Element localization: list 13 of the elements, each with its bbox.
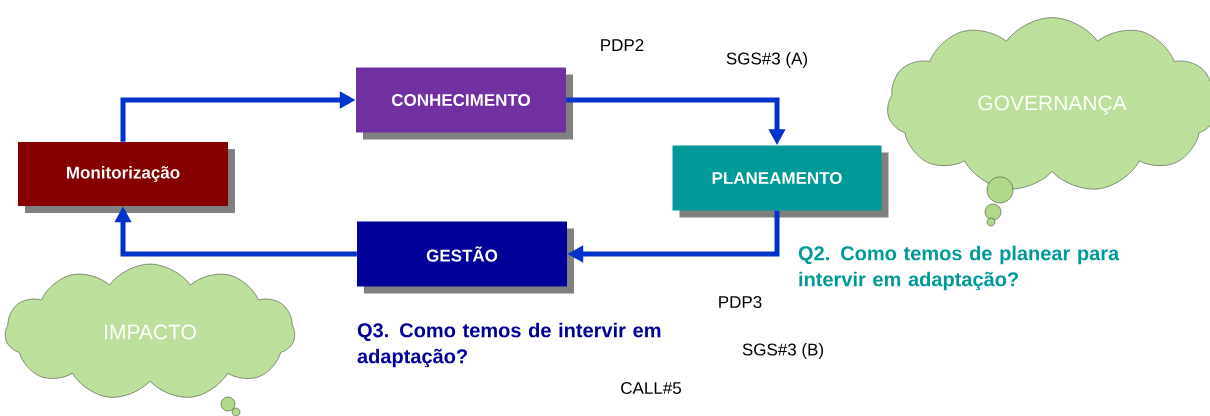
label-text: SGS#3 (A)	[726, 52, 808, 68]
thought-cloud: IMPACTO	[5, 263, 295, 416]
label-text: CALL#5	[621, 382, 681, 395]
process-box: CONHECIMENTO	[356, 67, 573, 140]
question-text: Q3. Como temos de intervir em adaptação?	[357, 322, 661, 368]
label-text: SGS#3 (B)	[742, 343, 824, 359]
process-box: GESTÃO	[357, 221, 574, 294]
label-text: PDP3	[719, 296, 762, 309]
process-box: Monitorização	[18, 142, 235, 213]
question-text: Q2. Como temos de planear para intervir em adaptação?	[798, 245, 1120, 291]
label-text: PDP2	[601, 39, 644, 51]
process-box: PLANEAMENTO	[672, 145, 889, 218]
thought-cloud: GOVERNANÇA	[887, 17, 1210, 227]
